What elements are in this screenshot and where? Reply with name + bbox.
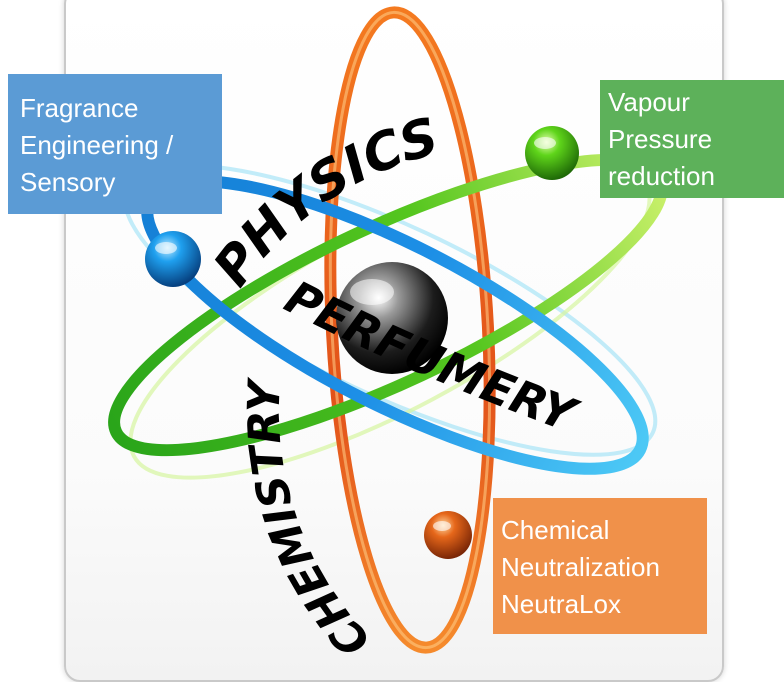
vapour-line-1: Vapour [608,87,690,117]
electron-blue [145,231,201,287]
vapour-line-3: reduction [608,161,715,191]
chemical-line-3: NeutraLox [501,589,621,619]
electron-orange [424,511,472,559]
vapour-line-2: Pressure [608,124,713,154]
nucleus-sphere [336,262,448,374]
fragrance-line-3: Sensory [20,167,116,197]
fragrance-line-2: Engineering / [20,130,174,160]
orbit-orange [324,6,496,654]
fragrance-callout: Fragrance Engineering / Sensory [8,74,222,214]
chemical-line-1: Chemical [501,515,610,545]
chemical-callout: Chemical Neutralization NeutraLox [493,498,707,634]
fragrance-line-1: Fragrance [20,93,139,123]
vapour-callout: Vapour Pressure reduction [600,80,784,198]
electron-green [525,126,579,180]
chemical-line-2: Neutralization [501,552,660,582]
